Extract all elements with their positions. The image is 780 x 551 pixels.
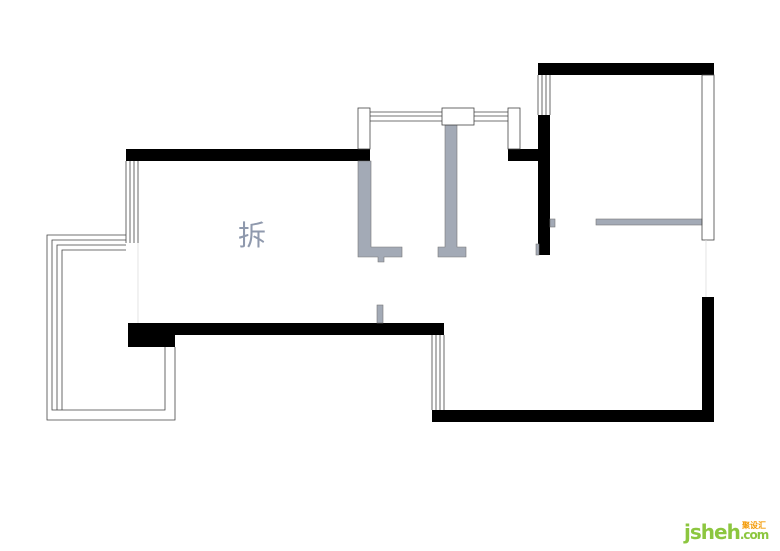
wall-top-left bbox=[126, 149, 370, 161]
wall-stub bbox=[508, 149, 550, 161]
site-logo[interactable]: jsheh.com 聚设汇 bbox=[684, 520, 769, 544]
logo-chinese: 聚设汇 bbox=[742, 521, 766, 530]
demolish-wall-right bbox=[595, 218, 703, 226]
demolish-walls bbox=[357, 124, 703, 324]
demolish-wall-left bbox=[357, 160, 403, 263]
wall-top-right bbox=[538, 63, 714, 75]
demolish-label: 拆 bbox=[238, 219, 267, 252]
wall-right-lower bbox=[702, 297, 714, 422]
walls bbox=[126, 63, 714, 422]
wall-block bbox=[128, 323, 175, 347]
balcony bbox=[46, 234, 176, 421]
wall-bottom bbox=[432, 410, 714, 422]
logo-brand: jsheh bbox=[684, 520, 741, 544]
wall-middle bbox=[128, 323, 444, 335]
demolish-wall-middle bbox=[437, 124, 467, 258]
demolish-nub-2 bbox=[535, 243, 540, 256]
demolish-pin bbox=[376, 304, 384, 324]
wall-partition bbox=[538, 115, 550, 255]
windows bbox=[125, 74, 715, 410]
demolish-nub bbox=[549, 218, 556, 228]
logo-domain: .com bbox=[739, 528, 769, 542]
